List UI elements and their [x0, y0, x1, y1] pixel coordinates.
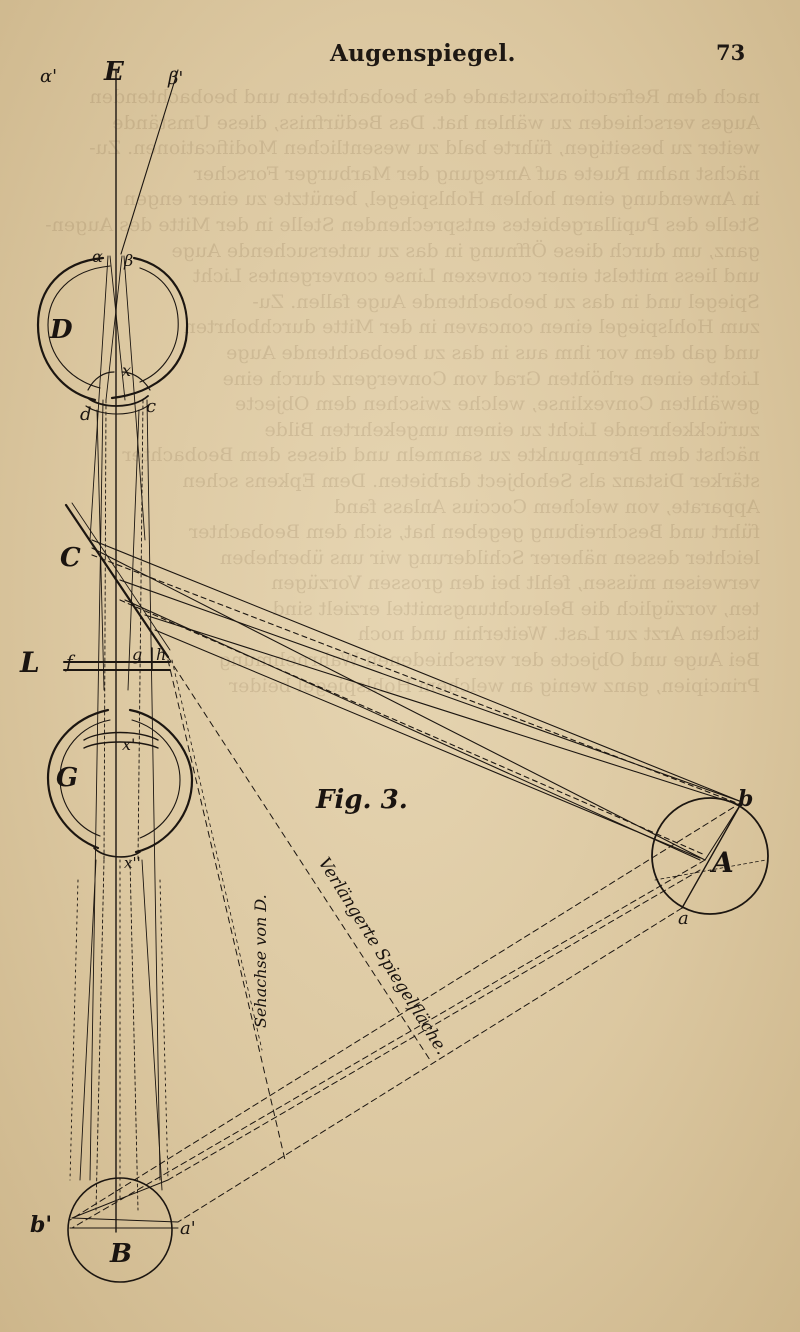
rays-G-to-B — [69, 859, 169, 1211]
label-d: d — [80, 404, 92, 425]
label-g: g — [132, 645, 142, 664]
label-C: C — [60, 543, 81, 573]
visual-axis-D — [167, 659, 286, 1161]
visual-axis-label: Sehachse von D. — [251, 894, 270, 1028]
label-L: L — [19, 646, 40, 679]
page-number: 73 — [716, 40, 746, 65]
label-beta-top: β' — [167, 68, 183, 89]
header-title: Augenspiegel. — [330, 40, 516, 67]
label-D: D — [49, 315, 73, 345]
eye-G — [46, 708, 194, 858]
label-beta-small: β — [123, 251, 133, 270]
eye-A — [651, 797, 769, 915]
label-A: A — [709, 846, 734, 879]
extended-mirror-surface — [167, 656, 431, 1061]
running-header: Augenspiegel. 73 — [0, 40, 800, 80]
label-a: a — [678, 908, 689, 929]
label-G: G — [56, 763, 78, 793]
lens-L — [63, 647, 171, 671]
label-a-prime: a' — [180, 1218, 196, 1239]
label-alpha-top: α' — [40, 66, 57, 87]
label-E: E — [103, 57, 125, 87]
extended-mirror-label: Verlängerte Spiegelfläche. — [314, 854, 452, 1058]
rays-A-to-B — [69, 801, 743, 1229]
eye-B — [67, 1177, 179, 1283]
mirror-C — [64, 503, 170, 659]
eye-D — [36, 256, 189, 415]
label-h: h — [156, 645, 166, 664]
rays-C-to-A — [91, 539, 743, 861]
label-B: B — [109, 1239, 132, 1269]
figure-caption: Fig. 3. — [315, 785, 408, 815]
label-b: b — [738, 786, 753, 812]
label-x-double: x'' — [124, 854, 141, 872]
label-x-prime: x' — [122, 735, 135, 754]
rays-D-to-C — [89, 255, 161, 1181]
label-x-upper: x — [122, 361, 131, 380]
ray-beta-top — [120, 69, 179, 255]
label-b-prime: b' — [30, 1212, 52, 1238]
label-c: c — [146, 396, 156, 417]
label-alpha-small: α — [92, 247, 103, 266]
